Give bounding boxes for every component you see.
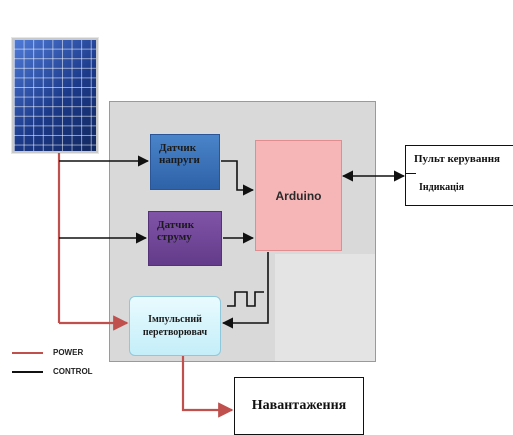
load-block: Навантаження [234,377,364,435]
arduino-block: Arduino [255,140,342,251]
voltage-sensor-block: Датчик напруги [150,134,220,190]
legend-control-label: CONTROL [53,367,93,376]
power-wire-to-load [183,356,232,410]
legend-power-swatch [12,352,43,354]
current-sensor-label: Датчик струму [157,219,194,243]
current-sensor-block: Датчик струму [148,211,222,266]
load-label: Навантаження [252,398,346,414]
arduino-label: Arduino [276,189,322,203]
control-wire-voltage-to-arduino [221,161,253,190]
pulse-converter-block: Імпульсний перетворювач [129,296,221,356]
voltage-sensor-label: Датчик напруги [159,142,200,166]
remote-panel-title: Пульт керування [414,153,500,165]
remote-panel-subtitle: Індикація [419,182,464,193]
legend-control-swatch [12,371,43,373]
remote-panel-block: Пульт керування Індикація [405,145,513,206]
remote-panel-divider [406,173,416,174]
control-wire-arduino-to-converter [223,252,268,323]
pwm-pulse-icon [227,292,264,306]
legend-power-label: POWER [53,348,83,357]
converter-label: Імпульсний перетворювач [143,313,207,339]
